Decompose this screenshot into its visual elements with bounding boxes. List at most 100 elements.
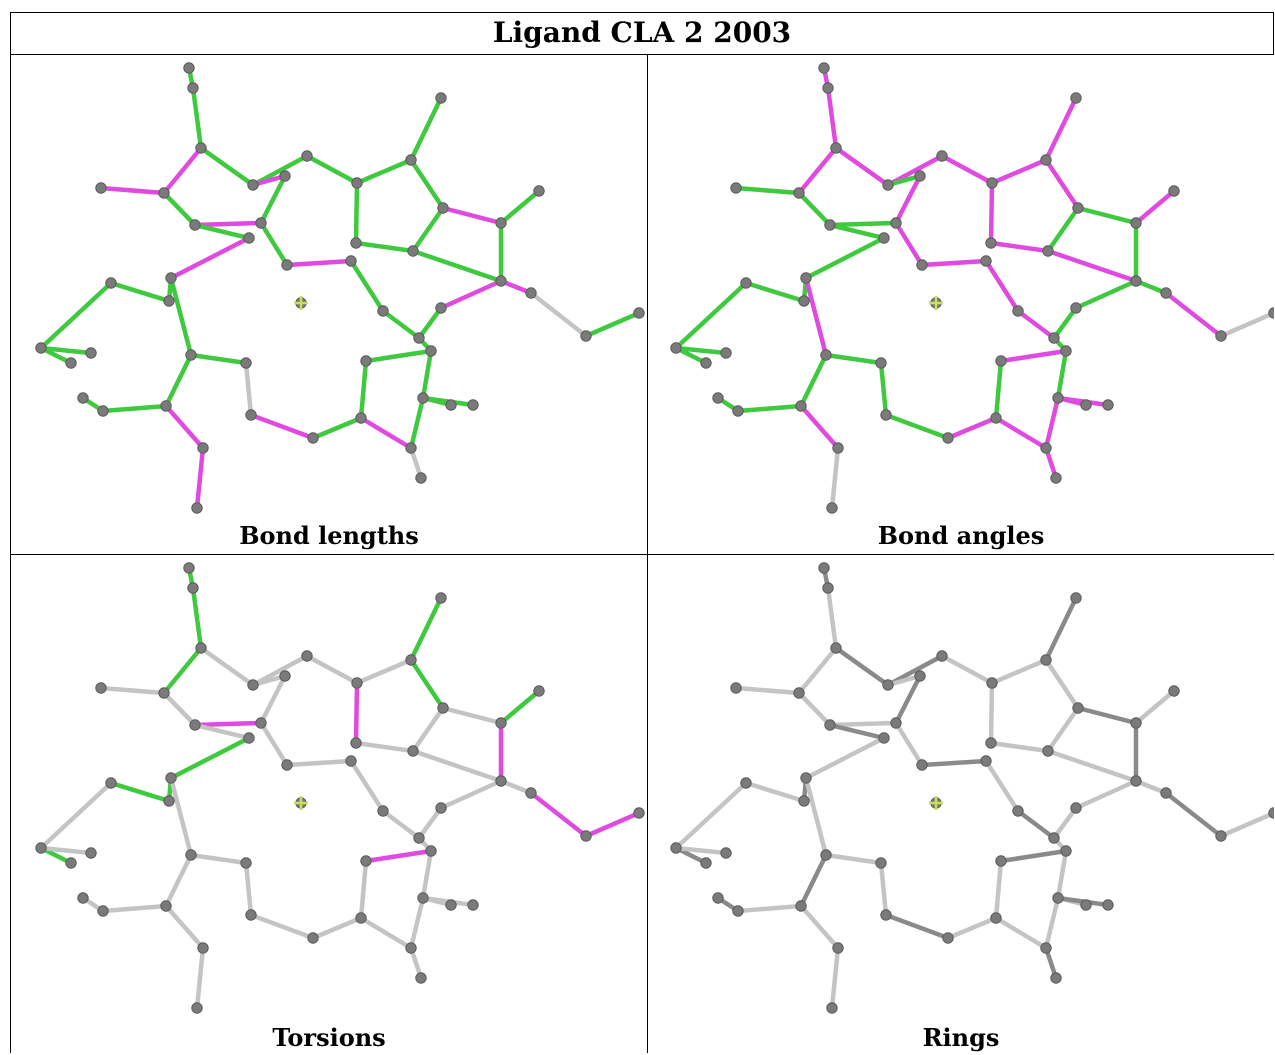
atom-sphere xyxy=(732,405,744,417)
bond-line xyxy=(827,722,887,741)
atom-sphere xyxy=(97,905,109,917)
atom-sphere xyxy=(826,1002,838,1014)
atom-sphere xyxy=(405,442,417,454)
atom-sphere xyxy=(1070,802,1082,814)
bond-line xyxy=(38,280,114,351)
atom-sphere xyxy=(407,745,419,757)
bond-line xyxy=(803,735,887,781)
bond-line xyxy=(358,358,369,421)
bond-line xyxy=(993,358,1004,421)
atom-sphere xyxy=(360,355,372,367)
bond-line xyxy=(823,852,884,866)
bond-line xyxy=(733,685,802,696)
atom-sphere xyxy=(243,232,255,244)
bond-line xyxy=(363,848,434,864)
bond-line xyxy=(348,258,386,314)
bond-line xyxy=(188,352,249,366)
atom-sphere xyxy=(1215,330,1227,342)
bond-line xyxy=(833,145,891,188)
atom-sphere xyxy=(35,342,47,354)
atom-sphere xyxy=(1040,442,1052,454)
bond-line xyxy=(1051,805,1079,841)
atom-sphere xyxy=(351,177,363,189)
bond-line xyxy=(1055,348,1069,401)
panel-bond-angles: Bond angles xyxy=(648,55,1275,555)
bond-line xyxy=(310,415,364,441)
atom-sphere xyxy=(995,855,1007,867)
atom-sphere xyxy=(1130,775,1142,787)
bond-line xyxy=(803,775,829,858)
bond-line xyxy=(796,190,833,228)
bond-line xyxy=(438,778,504,811)
atom-sphere xyxy=(195,642,207,654)
atom-sphere xyxy=(1050,472,1062,484)
atom-sphere xyxy=(240,357,252,369)
bond-line xyxy=(168,775,194,858)
bond-line xyxy=(358,415,414,451)
atom-sphere xyxy=(163,795,175,807)
atom-sphere xyxy=(1160,787,1172,799)
bond-line xyxy=(893,173,923,226)
bond-line xyxy=(243,360,254,418)
bond-line xyxy=(743,780,807,804)
atom-sphere xyxy=(826,502,838,514)
atom-sphere xyxy=(247,679,259,691)
atom-sphere xyxy=(890,217,902,229)
atom-sphere xyxy=(942,932,954,944)
bond-line xyxy=(673,845,729,856)
atom-sphere xyxy=(1168,685,1180,697)
atom-sphere xyxy=(712,392,724,404)
bond-line xyxy=(188,852,249,866)
atom-sphere xyxy=(185,349,197,361)
bond-line xyxy=(353,680,360,746)
bond-line xyxy=(827,222,887,241)
bond-line xyxy=(1043,95,1079,163)
atom-sphere xyxy=(415,472,427,484)
bond-line xyxy=(798,352,829,409)
bond-line xyxy=(363,348,434,364)
bond-line xyxy=(983,258,1021,314)
atom-sphere xyxy=(1130,275,1142,287)
bond-line xyxy=(673,780,749,851)
bond-line xyxy=(192,720,264,728)
bond-line xyxy=(1218,310,1274,339)
bond-line xyxy=(410,705,446,754)
atom-sphere xyxy=(405,654,417,666)
atom-sphere xyxy=(435,92,447,104)
bond-line xyxy=(408,395,426,451)
bond-line xyxy=(161,190,198,228)
bond-line xyxy=(803,235,887,281)
atom-sphere xyxy=(712,892,724,904)
bond-line xyxy=(194,945,206,1011)
bond-line xyxy=(988,740,1051,754)
bond-line xyxy=(198,645,256,688)
atom-sphere xyxy=(435,802,447,814)
atom-sphere xyxy=(740,277,752,289)
atom-sphere xyxy=(1060,845,1072,857)
atom-sphere xyxy=(875,857,887,869)
bond-line xyxy=(163,352,194,409)
atom-sphere xyxy=(525,787,537,799)
bond-line xyxy=(108,780,172,804)
bond-line xyxy=(673,280,749,351)
atom-sphere xyxy=(189,219,201,231)
bond-line xyxy=(988,680,995,746)
bond-line xyxy=(354,157,414,186)
bond-line xyxy=(190,85,204,151)
atom-sphere xyxy=(980,755,992,767)
bond-line xyxy=(380,808,422,841)
atom-sphere xyxy=(1040,154,1052,166)
atom-sphere xyxy=(1072,202,1084,214)
bond-line xyxy=(161,645,204,696)
atom-sphere xyxy=(980,255,992,267)
bond-line xyxy=(673,345,729,356)
atom-sphere xyxy=(986,177,998,189)
bond-line xyxy=(825,85,839,151)
bond-line xyxy=(829,945,841,1011)
atom-sphere xyxy=(97,405,109,417)
bond-line xyxy=(993,915,1049,951)
atom-sphere xyxy=(793,187,805,199)
atom-sphere xyxy=(355,412,367,424)
atom-sphere xyxy=(345,255,357,267)
atom-sphere xyxy=(985,737,997,749)
